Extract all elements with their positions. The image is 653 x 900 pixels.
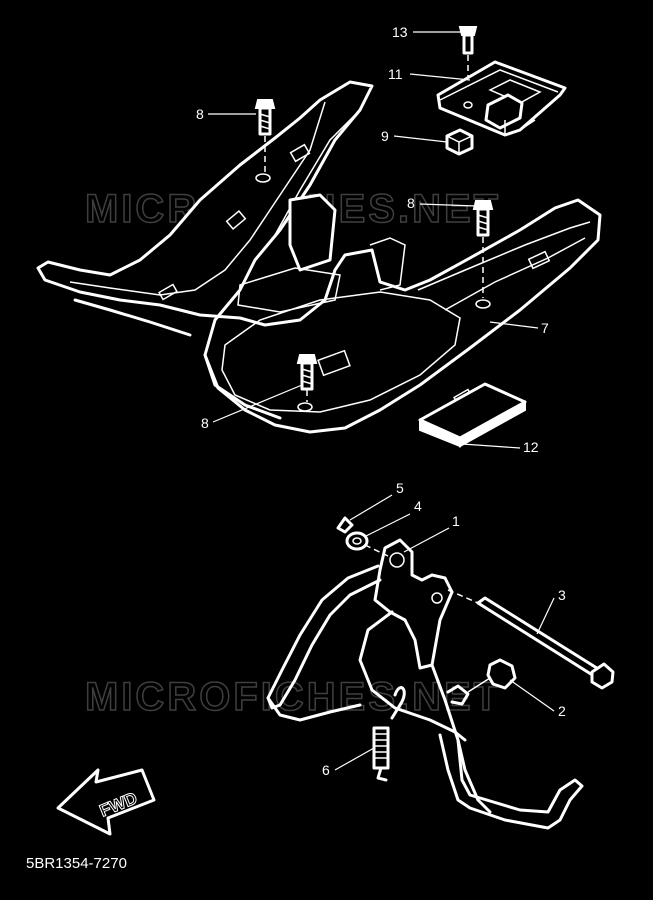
callout-4: 4 xyxy=(365,498,422,537)
callout-label: 7 xyxy=(541,320,549,336)
stopper-2 xyxy=(467,658,517,693)
callout-label: 8 xyxy=(196,106,204,122)
mat-12 xyxy=(418,382,527,448)
callout-label: 12 xyxy=(523,439,539,455)
callout-label: 1 xyxy=(452,513,460,529)
pin-3 xyxy=(447,589,615,690)
main-stand xyxy=(266,538,584,830)
washer-4 xyxy=(345,531,369,551)
callout-9: 9 xyxy=(381,128,448,144)
callout-label: 9 xyxy=(381,128,389,144)
callout-8-bottom: 8 xyxy=(201,384,303,431)
callout-13: 13 xyxy=(392,24,462,40)
callout-2: 2 xyxy=(509,679,566,719)
callout-label: 3 xyxy=(558,587,566,603)
bolt-8-top xyxy=(254,99,276,175)
footrest-board xyxy=(36,80,602,434)
callout-label: 8 xyxy=(407,195,415,211)
callout-label: 11 xyxy=(388,66,403,82)
callout-7: 7 xyxy=(489,320,549,336)
bolt-8-bottom xyxy=(296,354,318,402)
diagram-code: 5BR1354-7270 xyxy=(26,855,127,872)
callout-6: 6 xyxy=(322,747,375,778)
nut-9 xyxy=(445,128,474,156)
callout-1: 1 xyxy=(403,513,460,553)
cotter-pin-5 xyxy=(336,516,389,557)
callout-label: 5 xyxy=(396,480,404,496)
callout-label: 2 xyxy=(558,703,566,719)
callout-label: 4 xyxy=(414,498,422,514)
bolt-8-right xyxy=(472,200,494,298)
callout-5: 5 xyxy=(349,480,404,521)
callout-8-right: 8 xyxy=(407,195,477,211)
callout-label: 8 xyxy=(201,415,209,431)
callout-8-top: 8 xyxy=(196,106,256,122)
forward-arrow: FWD xyxy=(56,768,156,836)
cover-11 xyxy=(436,60,567,137)
watermark-bottom: MICROFICHES.NET xyxy=(85,675,501,719)
callout-11: 11 xyxy=(388,66,471,82)
callout-12: 12 xyxy=(461,439,539,455)
callout-label: 6 xyxy=(322,762,330,778)
spring-hook xyxy=(446,684,470,706)
callout-3: 3 xyxy=(536,587,566,635)
callout-label: 13 xyxy=(392,24,408,40)
